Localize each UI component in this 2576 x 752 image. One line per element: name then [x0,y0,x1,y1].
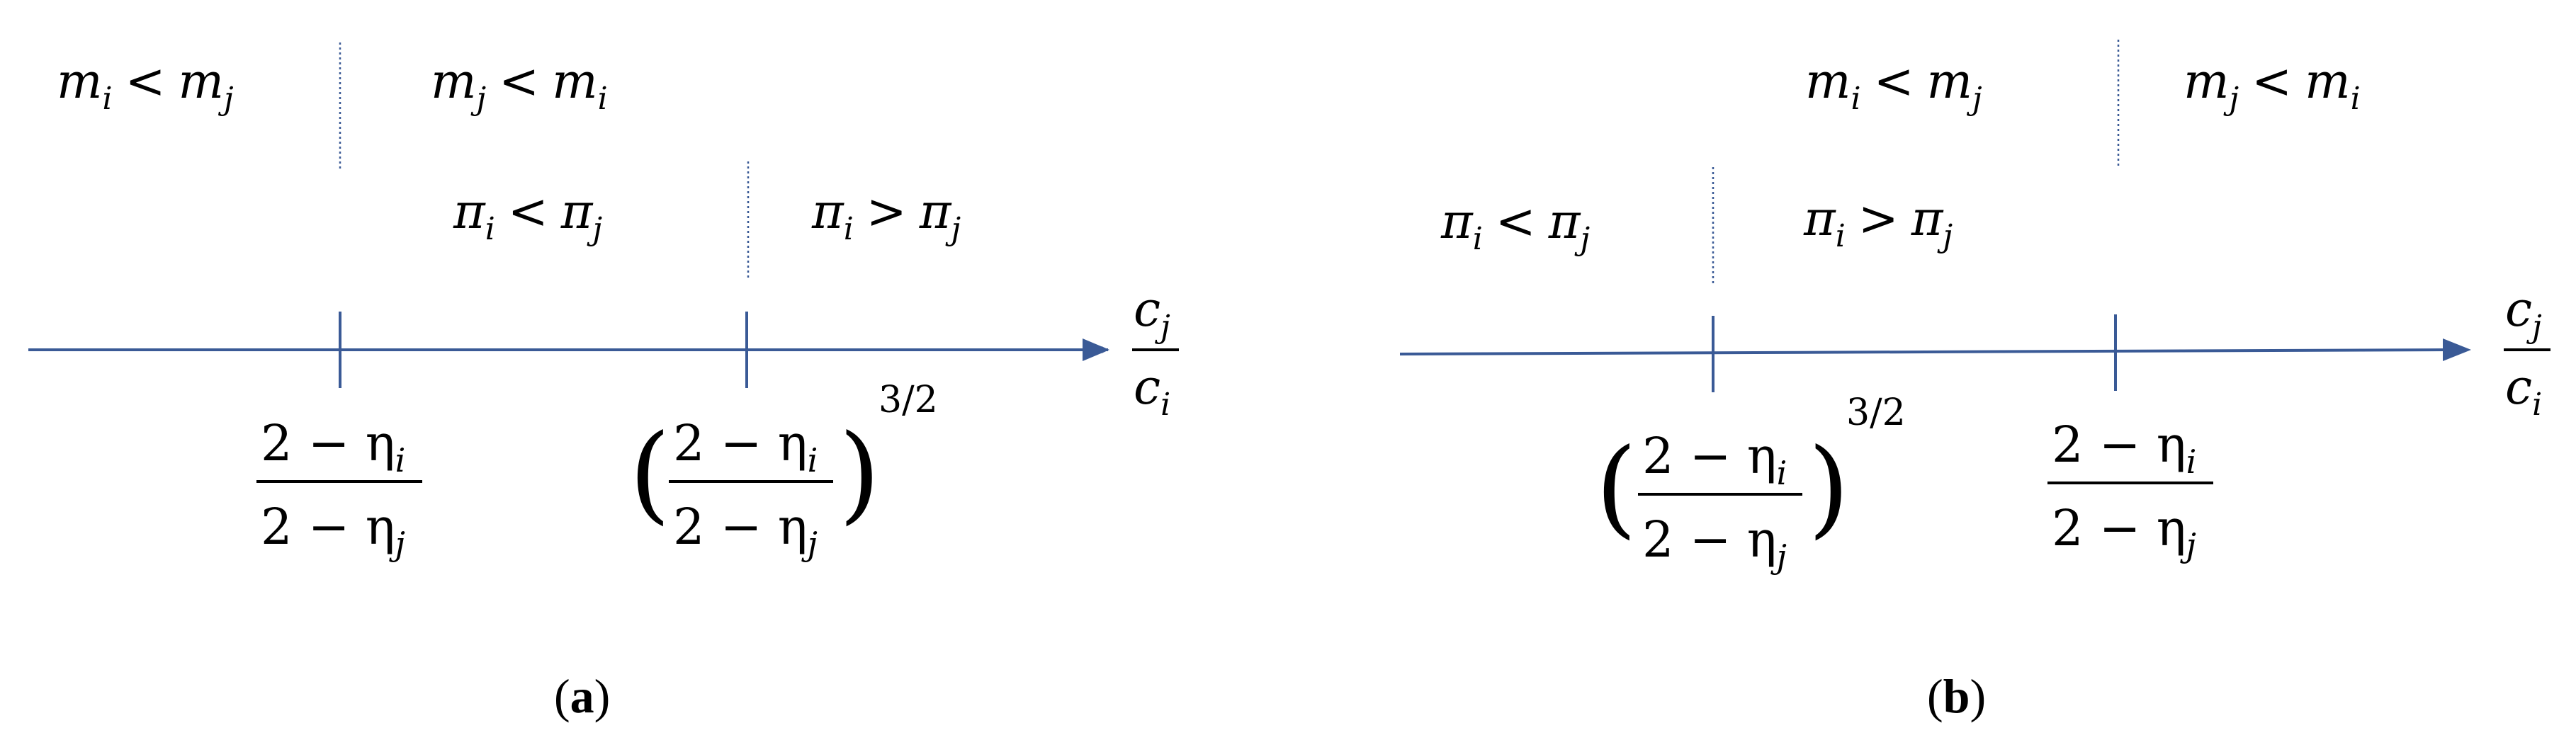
svg-text:2 − ηi: 2 − ηi [1642,427,1787,492]
svg-text:ci: ci [1134,360,1170,423]
svg-text:2 − ηi: 2 − ηi [2052,416,2196,481]
profit-region-right-a: πi>πj [811,184,961,247]
svg-text:): ) [1808,426,1850,549]
mass-region-right-b: mj<mi [2184,54,2361,117]
svg-text:3/2: 3/2 [879,379,938,421]
mass-region-left-b: mi<mj [1805,54,1982,117]
panel-a: mi<mj mj<mi πi<πj πi>πj cj ci 2 − ηi 2 −… [28,42,1179,723]
svg-text:2 − ηi: 2 − ηi [673,414,818,479]
tick-label-ratio-b: 2 − ηi 2 − ηj [2047,416,2213,564]
svg-text:cj: cj [1134,282,1170,345]
mass-region-right-a: mj<mi [431,54,608,117]
svg-text:ci: ci [2505,360,2542,423]
svg-text:(: ( [629,412,671,535]
svg-text:2 − ηi: 2 − ηi [261,414,405,479]
mass-region-left-a: mi<mj [57,54,234,117]
tick-label-power-b: ( 2 − ηi 2 − ηj ) 3/2 [1595,392,1906,576]
svg-text:2 − ηj: 2 − ηj [261,498,405,563]
caption-b: (b) [1927,669,1986,723]
profit-region-left-b: πi<πj [1440,194,1590,257]
tick-label-ratio-a: 2 − ηi 2 − ηj [256,414,422,563]
axis-label-a: cj ci [1132,282,1179,423]
svg-text:2 − ηj: 2 − ηj [2052,499,2196,564]
tick-label-power-a: ( 2 − ηi 2 − ηj ) 3/2 [629,379,938,563]
svg-text:2 − ηj: 2 − ηj [673,498,818,563]
profit-region-right-b: πi>πj [1803,191,1953,254]
svg-text:cj: cj [2505,282,2542,345]
panel-b: mi<mj mj<mi πi<πj πi>πj cj ci ( 2 − ηi 2… [1399,40,2550,723]
svg-text:): ) [839,412,881,535]
svg-text:2 − ηj: 2 − ηj [1642,511,1787,576]
axis-arrowhead-a [1083,338,1109,361]
svg-text:3/2: 3/2 [1846,392,1906,434]
profit-region-left-a: πi<πj [453,184,602,247]
axis-b [1399,348,2446,355]
axis-label-b: cj ci [2504,282,2550,423]
svg-text:(: ( [1595,426,1637,549]
axis-arrowhead-b [2443,338,2471,361]
caption-a: (a) [554,669,610,723]
